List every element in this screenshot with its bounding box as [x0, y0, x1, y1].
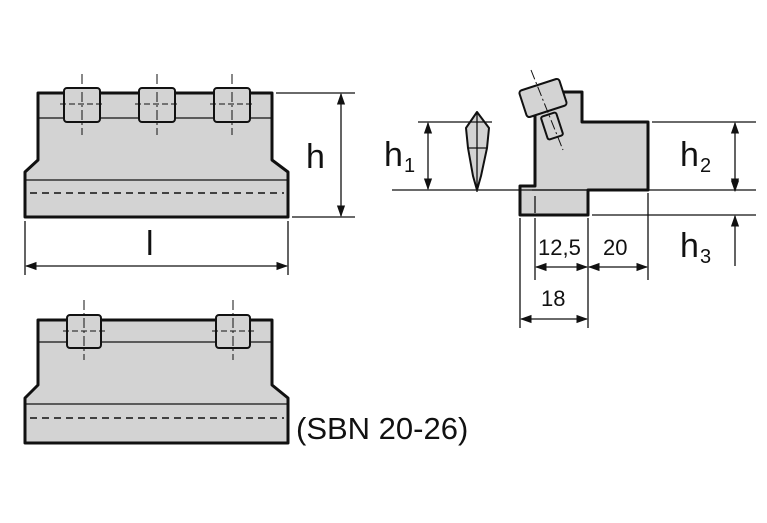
clamp-screw [135, 74, 179, 135]
label-h1-subscript: 1 [404, 155, 415, 177]
label-h: h [306, 138, 325, 176]
variant-note: (SBN 20-26) [296, 411, 468, 446]
clamp-screw [60, 74, 104, 135]
dimension-h3: h 3 [592, 180, 756, 268]
dimension-h: h [276, 92, 355, 218]
dimension-12-5-and-20: 12,5 20 [534, 193, 649, 280]
clamp-screw [210, 74, 254, 135]
blade-profile [465, 111, 490, 192]
clamp-screw [212, 300, 254, 360]
holder-front-view-3-screw: h l [23, 74, 355, 275]
dimension-h1: h 1 [384, 121, 492, 191]
label-h3-subscript: 3 [700, 246, 711, 268]
label-12-5: 12,5 [538, 235, 581, 260]
dimension-18: 18 [519, 218, 589, 328]
holder-front-view-2-screw: (SBN 20-26) [23, 300, 468, 446]
dimension-l: l [24, 221, 289, 275]
label-h2-subscript: 2 [700, 155, 711, 177]
clamp-screw [63, 300, 105, 360]
label-h2: h [680, 136, 699, 174]
label-18: 18 [541, 286, 565, 311]
label-h1: h [384, 136, 403, 174]
label-20: 20 [603, 235, 627, 260]
holder-side-view: h 1 h 2 h 3 12,5 20 [384, 69, 756, 328]
angled-clamp-screw [518, 69, 568, 151]
label-l: l [146, 225, 154, 263]
dimension-h2: h 2 [652, 121, 756, 191]
label-h3: h [680, 227, 699, 265]
